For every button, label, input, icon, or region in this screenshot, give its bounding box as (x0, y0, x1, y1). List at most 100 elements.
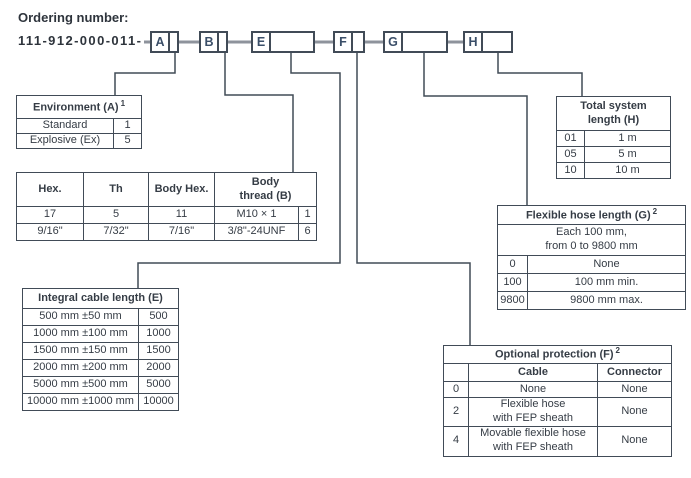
hose-length-table-title: Flexible hose length (G)2 (496, 205, 687, 225)
th-value: 5 (83, 206, 149, 224)
code-letter-f: F (335, 33, 353, 51)
connector-h (497, 53, 583, 97)
cable-length-code: 500 (138, 308, 179, 326)
table-subheader-row: Each 100 mm, from 0 to 9800 mm (496, 224, 687, 256)
code-value-e (271, 33, 313, 51)
protection-cable-value: None (468, 381, 598, 398)
table-row: 100 100 mm min. (497, 273, 687, 292)
environment-code: 1 (112, 118, 143, 134)
table-header-row: Total system length (H) (556, 96, 671, 131)
table-header-row: Optional protection (F)2 (442, 345, 673, 364)
system-length-code: 05 (556, 146, 585, 163)
system-length-value: 5 m (584, 146, 671, 163)
code-letter-b: B (201, 33, 219, 51)
connector-a (114, 53, 176, 96)
table-row: 0 None (497, 255, 687, 274)
column-header-connector: Connector (596, 363, 673, 382)
code-value-g (403, 33, 446, 51)
hose-length-value: 100 mm min. (526, 273, 687, 292)
footnote-mark: 1 (120, 98, 126, 108)
table-row: 10000 mm ±1000 mm 10000 (22, 393, 179, 411)
cable-length-value: 1000 mm ±100 mm (22, 325, 139, 343)
table-row: 2000 mm ±200 mm 2000 (22, 359, 179, 377)
footnote-mark: 2 (652, 206, 658, 216)
table-row: 10 10 m (556, 162, 671, 179)
table-header-row: Environment (A)1 (15, 95, 143, 119)
table-header-row: Flexible hose length (G)2 (496, 205, 687, 225)
protection-table-title: Optional protection (F)2 (442, 345, 673, 364)
cable-length-value: 5000 mm ±500 mm (22, 376, 139, 394)
protection-connector-value: None (596, 397, 673, 427)
cable-length-value: 2000 mm ±200 mm (22, 359, 139, 377)
column-header-th: Th (83, 172, 149, 207)
table-row: 05 5 m (556, 146, 671, 163)
table-subheader-row: Cable Connector (443, 363, 673, 382)
table-row: 1000 mm ±100 mm 1000 (22, 325, 179, 343)
hose-length-value: 9800 mm max. (526, 291, 687, 310)
hose-length-table: Flexible hose length (G)2 Each 100 mm, f… (496, 205, 687, 310)
table-row: 1500 mm ±150 mm 1500 (22, 342, 179, 360)
column-header-hex: Hex. (16, 172, 84, 207)
code-box-g: G (383, 31, 448, 53)
code-value-a (170, 33, 177, 51)
system-length-code: 10 (556, 162, 585, 179)
code-box-e: E (251, 31, 315, 53)
table-row: 5000 mm ±500 mm 5000 (22, 376, 179, 394)
table-row: 17 5 11 M10 × 1 1 (16, 206, 318, 224)
column-header-body-hex: Body Hex. (148, 172, 215, 207)
protection-code: 0 (443, 381, 469, 398)
hose-length-code: 9800 (497, 291, 528, 310)
environment-code: 5 (112, 133, 143, 149)
system-length-code: 01 (556, 130, 585, 147)
table-row: 01 1 m (556, 130, 671, 147)
code-value-b (219, 33, 226, 51)
code-letter-e: E (253, 33, 271, 51)
cable-length-value: 1500 mm ±150 mm (22, 342, 139, 360)
code-box-a: A (150, 31, 179, 53)
table-row: 500 mm ±50 mm 500 (22, 308, 179, 326)
environment-table: Environment (A)1 Standard 1 Explosive (E… (15, 95, 143, 149)
table-header-row: Integral cable length (E) (22, 288, 179, 309)
connector-g (423, 53, 528, 206)
protection-code-header (443, 363, 469, 382)
column-header-body-thread: Body thread (B) (213, 172, 318, 207)
table-row: 2 Flexible hose with FEP sheath None (443, 397, 673, 427)
code-value-h (483, 33, 511, 51)
hex-value: 17 (16, 206, 84, 224)
protection-code: 4 (443, 425, 469, 457)
environment-option: Standard (16, 118, 114, 134)
table-row: 4 Movable flexible hose with FEP sheath … (443, 425, 673, 457)
system-length-value: 10 m (584, 162, 671, 179)
ordering-number: 111-912-000-011- (18, 33, 143, 48)
system-length-table-title: Total system length (H) (556, 96, 671, 131)
protection-table: Optional protection (F)2 Cable Connector… (442, 345, 673, 457)
code-letter-a: A (152, 33, 170, 51)
hex-value: 9/16" (16, 223, 84, 241)
environment-option: Explosive (Ex) (16, 133, 114, 149)
page-title: Ordering number: (18, 10, 129, 25)
body-thread-value: 3/8"-24UNF (214, 223, 299, 241)
cable-length-table-title: Integral cable length (E) (22, 288, 179, 309)
table-row: 9800 9800 mm max. (497, 291, 687, 310)
body-thread-table: Hex. Th Body Hex. Body thread (B) 17 5 1… (16, 172, 318, 241)
code-letter-h: H (465, 33, 483, 51)
hose-length-code: 100 (497, 273, 528, 292)
body-thread-code: 6 (297, 223, 318, 241)
connector-f (356, 53, 471, 346)
cable-length-code: 2000 (138, 359, 179, 377)
system-length-value: 1 m (584, 130, 671, 147)
code-box-b: B (199, 31, 228, 53)
system-length-table: Total system length (H) 01 1 m 05 5 m 10… (556, 96, 671, 179)
connector-e (137, 53, 341, 289)
protection-connector-value: None (596, 425, 673, 457)
cable-length-code: 1000 (138, 325, 179, 343)
code-box-f: F (333, 31, 365, 53)
table-row: Explosive (Ex) 5 (16, 133, 143, 149)
hose-length-value: None (526, 255, 687, 274)
cable-length-code: 1500 (138, 342, 179, 360)
code-value-f (353, 33, 363, 51)
column-header-cable: Cable (468, 363, 598, 382)
body-thread-value: M10 × 1 (214, 206, 299, 224)
table-row: 9/16" 7/32" 7/16" 3/8"-24UNF 6 (16, 223, 318, 241)
